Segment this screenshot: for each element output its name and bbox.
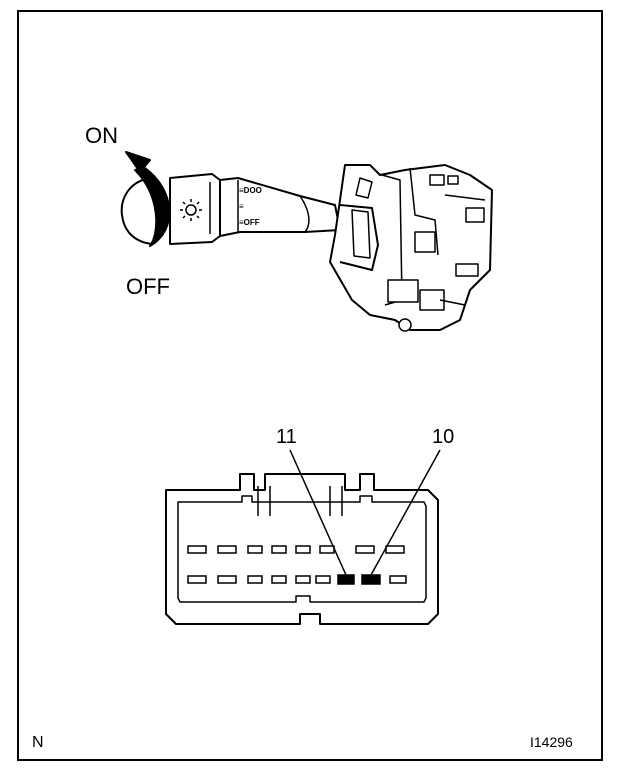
pin-lower-1 <box>187 575 207 584</box>
headlight-icon <box>180 199 202 221</box>
pin-lower-6 <box>315 575 331 584</box>
pin-upper-2 <box>217 545 237 554</box>
pin-lower-2 <box>217 575 237 584</box>
pin-11 <box>337 574 355 585</box>
pin-lower-9 <box>389 575 407 584</box>
corner-letter: N <box>32 734 44 751</box>
figure-frame <box>17 10 603 761</box>
rotation-arrow-icon <box>125 151 171 247</box>
lever-mark-tail: ≡ <box>239 202 244 211</box>
light-control-knob <box>120 173 221 245</box>
pin-10-leader <box>370 449 441 576</box>
lever-mark-off: ≡OFF <box>239 218 260 227</box>
pin-upper-1 <box>187 545 207 554</box>
pin-upper-3 <box>247 545 263 554</box>
connector-pin-row-lower <box>187 574 407 585</box>
pin-10 <box>361 574 381 585</box>
pin-upper-8 <box>385 545 405 554</box>
on-label: ON <box>85 123 118 148</box>
pin-upper-7 <box>355 545 375 554</box>
pin-lower-5 <box>295 575 311 584</box>
pin-upper-5 <box>295 545 311 554</box>
pin-11-label: 11 <box>276 426 297 448</box>
pin-lower-4 <box>271 575 287 584</box>
figure-id: I14296 <box>530 734 573 750</box>
pin-11-leader <box>289 449 347 576</box>
headlight-switch-assembly <box>120 151 493 332</box>
pin-upper-6 <box>319 545 335 554</box>
pin-lower-3 <box>247 575 263 584</box>
pin-upper-4 <box>271 545 287 554</box>
switch-body <box>329 164 493 332</box>
lever-mark-parking: ≡DOO <box>239 186 262 195</box>
off-label: OFF <box>126 274 170 299</box>
pin-10-label: 10 <box>432 426 454 448</box>
connector-pin-row-upper <box>187 545 405 554</box>
switch-lever <box>219 177 341 237</box>
